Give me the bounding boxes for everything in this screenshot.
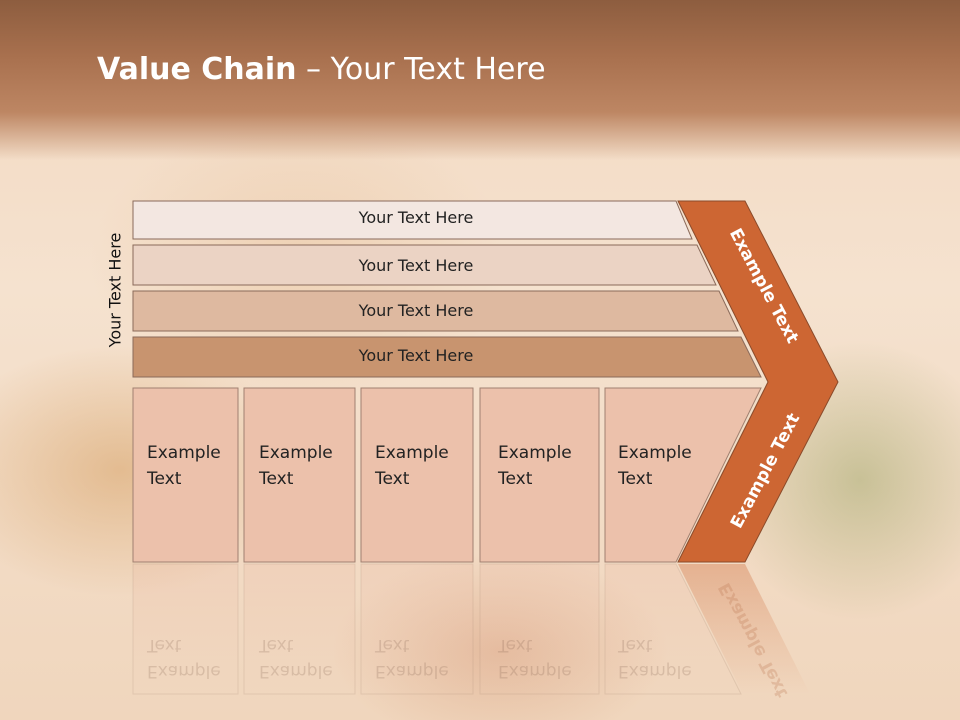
reflection-column-4	[479, 563, 600, 695]
row-label-1: Your Text Here	[358, 208, 474, 227]
reflection-column-3	[360, 563, 474, 695]
row-bar-2	[132, 244, 717, 286]
row-bar-4	[132, 336, 762, 378]
chevron-arrow	[677, 200, 839, 563]
header-band	[0, 0, 960, 160]
reflection-column-2	[243, 563, 356, 695]
column-box-2	[243, 387, 356, 563]
slide-title: Value Chain – Your Text Here	[97, 52, 546, 87]
column-box-3	[360, 387, 474, 563]
column-box-5	[604, 387, 762, 563]
row-bar-1	[132, 200, 693, 240]
row-label-4: Your Text Here	[358, 346, 474, 365]
reflection-arrow	[678, 564, 810, 694]
column-box-4	[479, 387, 600, 563]
row-label-3: Your Text Here	[358, 301, 474, 320]
column-box-1	[132, 387, 239, 563]
title-rest: – Your Text Here	[296, 52, 546, 87]
row-label-2: Your Text Here	[358, 256, 474, 275]
row-bar-3	[132, 290, 739, 332]
reflection-column-5	[604, 563, 742, 695]
title-bold: Value Chain	[97, 52, 297, 87]
reflection-column-1	[132, 563, 239, 695]
